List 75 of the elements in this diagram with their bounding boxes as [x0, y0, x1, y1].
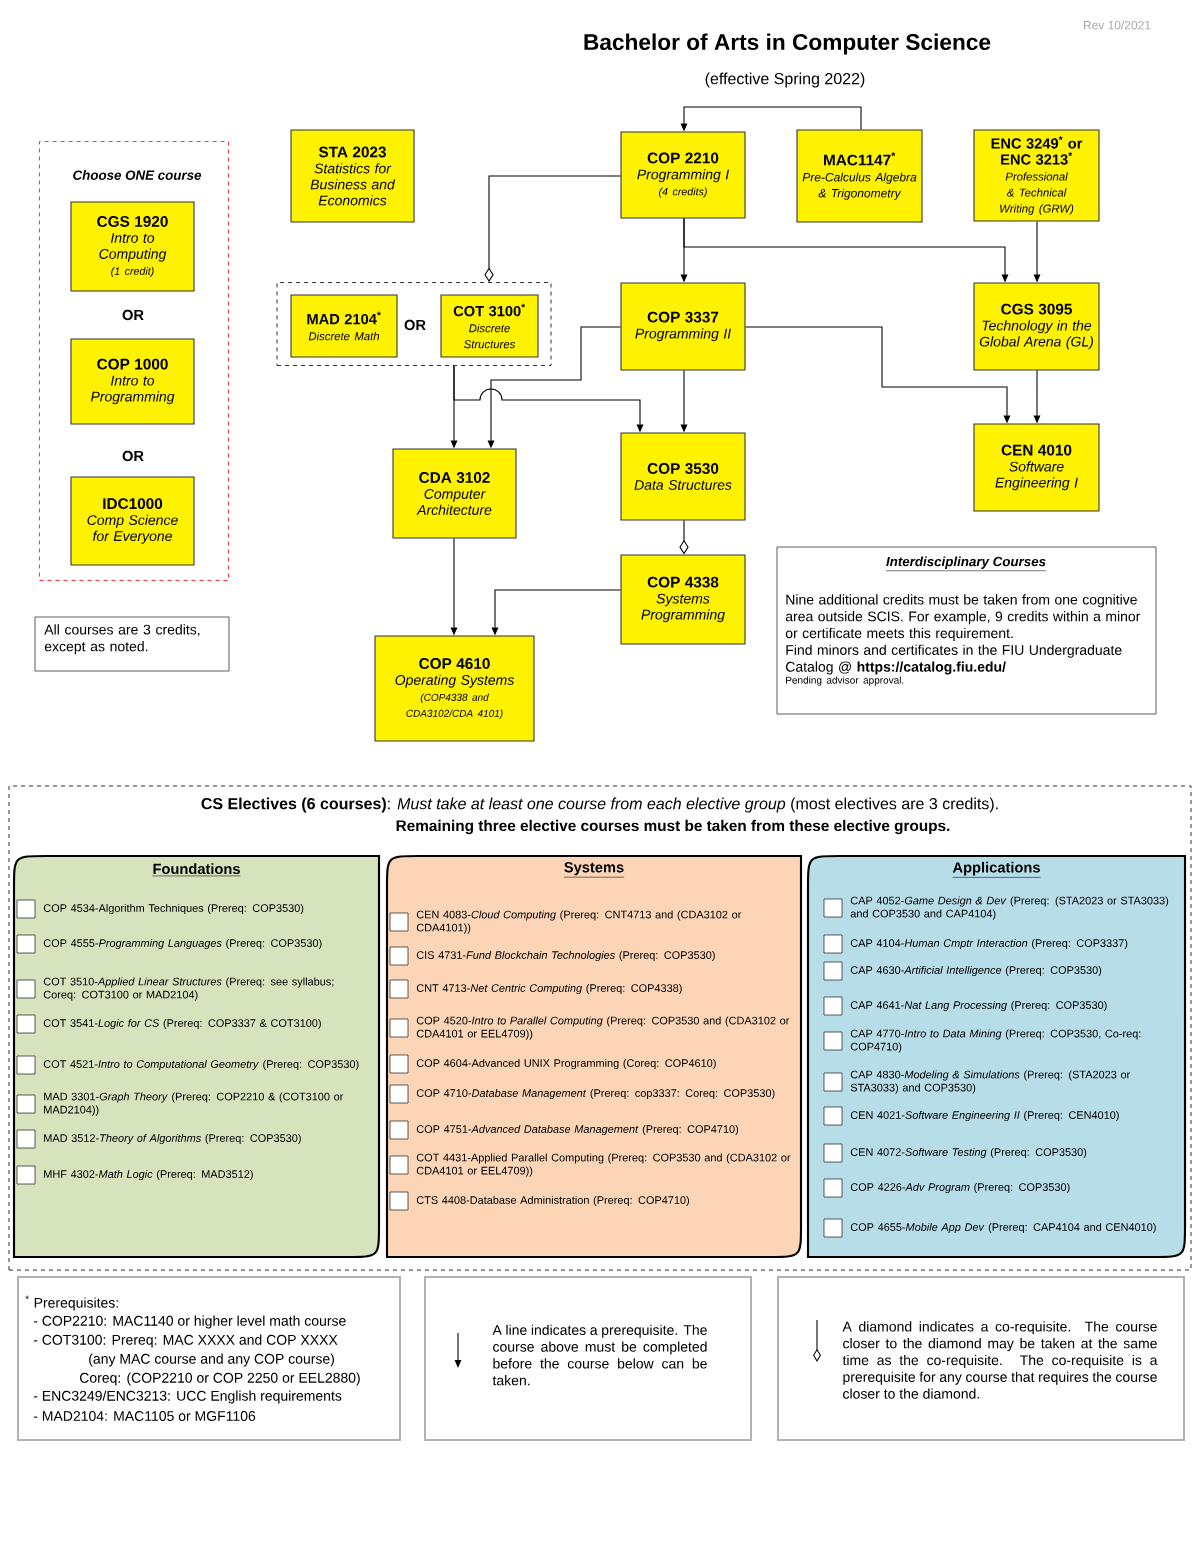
course-option-text: COP 4751-Advanced Database Management (Prereq: COP4710)	[416, 1124, 739, 1136]
course-box: COP 4338 Systems Programming	[620, 554, 746, 645]
title: Bachelor of Arts in Computer Science	[584, 33, 991, 55]
choose-one-box	[39, 141, 229, 581]
course-option-text: COT 4431-Applied Parallel Computing (Prereq: COP3530 and (CDA3102 or CDA4101 or EEL4709))	[416, 1153, 791, 1177]
panel-heading: Foundations	[152, 863, 241, 877]
instruction-text: Choose ONE course	[73, 170, 202, 180]
course-option-text: CTS 4408-Database Administration (Prereq: COP4710)	[416, 1195, 689, 1207]
body-text: Nine additional credits must be taken from one cognitive area outside SCIS. For example, 9 credits within a minor or certificate meets this requirement. Find minors and certificates in the FIU Undergraduate Catalog @ https://catalog.fiu.edu/ Pending advisor approval.	[785, 594, 1141, 686]
note-line: Coreq: (COP2210 or COP 2250 or EEL2880)	[80, 1372, 360, 1386]
course-option-text: CIS 4731-Fund Blockchain Technologies (Prereq: COP3530)	[416, 950, 715, 962]
course-box: COP 1000 Intro to Programming	[70, 338, 195, 425]
course-box: ENC 3249$^{*}$ or ENC 3213$^{*}$ Professional & Technical Writing (GRW)	[973, 129, 1100, 222]
note-line: (any MAC course and any COP course)	[89, 1353, 334, 1367]
note-box: All courses are 3 credits, except as noted.	[34, 616, 230, 672]
course-option-text: CEN 4072-Software Testing (Prereq: COP3530)	[850, 1147, 1087, 1159]
course-option-text: CAP 4052-Game Design & Dev (Prereq: (STA2023 or STA3033) and COP3530 and CAP4104)	[850, 896, 1169, 920]
course-box: COP 3337 Programming II	[620, 282, 746, 371]
course-box: COP 2210 Programming I (4 credits)	[620, 131, 746, 219]
course-option-text: COP 4604-Advanced UNIX Programming (Coreq: COP4610)	[416, 1058, 716, 1070]
note-box	[17, 1276, 401, 1441]
course-option-text: MHF 4302-Math Logic (Prereq: MAD3512)	[44, 1169, 253, 1181]
elective-group-panel	[12, 854, 381, 1259]
course-option-text: CAP 4830-Modeling & Simulations (Prereq: (STA2023 or STA3033) and COP3530)	[850, 1070, 1130, 1094]
course-box: MAC1147$^{*}$ Pre-Calculus Algebra & Trigonometry	[796, 129, 923, 223]
panel-heading: Systems	[563, 862, 625, 878]
note-line: - COT3100: Prereq: MAC XXXX and COP XXXX	[33, 1334, 338, 1348]
course-option-text: CAP 4104-Human Cmptr Interaction (Prereq: COP3337)	[850, 938, 1128, 950]
course-option-text: COP 4226-Adv Program (Prereq: COP3530)	[850, 1182, 1070, 1194]
note-box	[776, 546, 1157, 715]
course-option-text: COP 4655-Mobile App Dev (Prereq: CAP4104 and CEN4010)	[850, 1222, 1156, 1234]
course-box: MAD 2104$^{*}$ Discrete Math	[290, 294, 398, 358]
note-line: - ENC3249/ENC3213: UCC English requirements	[33, 1390, 342, 1404]
course-option-text: CEN 4021-Software Engineering II (Prereq: CEN4010)	[850, 1110, 1119, 1122]
course-option-text: COP 4534-Algorithm Techniques (Prereq: COP3530)	[43, 903, 304, 915]
course-box: CGS 3095 Technology in the Global Arena (GL)	[973, 282, 1100, 371]
elective-group-panel	[385, 854, 803, 1259]
course-option-text: MAD 3512-Theory of Algorithms (Prereq: COP3530)	[44, 1133, 301, 1145]
or-label: OR	[122, 309, 144, 321]
note-line: - COP2210: MAC1140 or higher level math course	[33, 1315, 346, 1329]
course-option-text: CAP 4641-Nat Lang Processing (Prereq: COP3530)	[850, 1000, 1107, 1012]
course-box: IDC1000 Comp Science for Everyone	[70, 476, 195, 566]
course-box: STA 2023 Statistics for Business and Economics	[290, 129, 415, 223]
course-option-text: COP 4555-Programming Languages (Prereq: COP3530)	[43, 938, 322, 950]
or-label: OR	[122, 450, 144, 462]
electives-box	[8, 785, 1192, 1271]
course-box: COT 3100$^{*}$ Discrete Structures	[440, 294, 539, 358]
course-option-text: MAD 3301-Graph Theory (Prereq: COP2210 & (COT3100 or MAD2104))	[44, 1092, 344, 1116]
course-option-text: CNT 4713-Net Centric Computing (Prereq: COP4338)	[416, 983, 682, 995]
note-line: $^{*}$ Prerequisites:	[25, 1295, 118, 1311]
course-box: COP 4610 Operating Systems (COP4338 and CDA3102/CDA 4101)	[374, 635, 535, 742]
dashed-group-box	[276, 282, 552, 366]
course-box: CEN 4010 Software Engineering I	[973, 423, 1100, 512]
course-option-text: COT 3510-Applied Linear Structures (Prereq: see syllabus; Coreq: COT3100 or MAD2104)	[43, 977, 334, 1001]
elective-group-panel	[806, 854, 1187, 1259]
course-option-text: COP 4520-Intro to Parallel Computing (Prereq: COP3530 and (CDA3102 or CDA4101 or EEL4709))	[416, 1016, 790, 1040]
legend-text: A diamond indicates a co-requisite. The course closer to the diamond may be taken at the same time as the co-requisite. The co-requisite is a prerequisite for any course that requires the course closer to the diamond.	[842, 1321, 1158, 1399]
course-option-text: COT 3541-Logic for CS (Prereq: COP3337 & COT3100)	[43, 1018, 321, 1030]
course-option-text: CAP 4770-Intro to Data Mining (Prereq: COP3530, Co-req: COP4710)	[850, 1029, 1141, 1053]
course-box: CGS 1920 Intro to Computing (1 credit)	[70, 201, 195, 292]
note-line: - MAD2104: MAC1105 or MGF1106	[33, 1411, 256, 1421]
subtitle: (effective Spring 2022)	[705, 72, 865, 88]
electives-subheading: Remaining three elective courses must be taken from these elective groups.	[396, 819, 950, 835]
course-option-text: CEN 4083-Cloud Computing (Prereq: CNT4713 and (CDA3102 or CDA4101))	[416, 910, 742, 934]
panel-heading: Applications	[952, 861, 1041, 878]
course-option-text: COT 4521-Intro to Computational Geometry (Prereq: COP3530)	[43, 1059, 359, 1071]
course-box: CDA 3102 Computer Architecture	[392, 448, 517, 539]
electives-heading: CS Electives (6 courses): Must take at least one course from each elective group (most electives are 3 credits).	[201, 797, 998, 813]
box-heading: Interdisciplinary Courses	[885, 556, 1047, 572]
revision-date: Rev 10/2021	[1083, 20, 1151, 30]
course-option-text: CAP 4630-Artificial Intelligence (Prereq: COP3530)	[850, 965, 1102, 977]
legend-text: A line indicates a prerequisite. The course above must be completed before the course below can be taken.	[492, 1324, 707, 1386]
course-box: COP 3530 Data Structures	[620, 432, 746, 521]
or-label: OR	[404, 319, 426, 331]
course-option-text: COP 4710-Database Management (Prereq: cop3337: Coreq: COP3530)	[416, 1088, 775, 1100]
